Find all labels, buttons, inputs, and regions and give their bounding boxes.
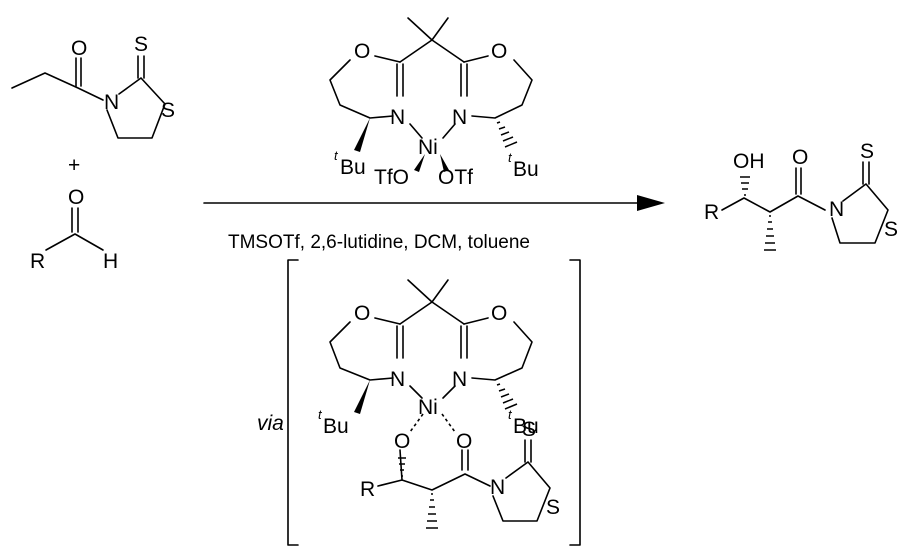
plus-sign: + [68,154,80,177]
atom-O: O [71,37,87,60]
atom-Bu: Bu [513,415,539,438]
atom-Ni: Ni [418,396,438,419]
atom-O: O [68,186,84,209]
catalyst-ni-box: O O N N Ni t Bu TfO OTf t Bu [329,17,539,189]
right-bracket [569,259,581,546]
atom-Bu: Bu [323,415,349,438]
atom-N: N [390,106,405,129]
atom-OH: OH [733,150,765,173]
atom-O: O [394,430,410,453]
reactant-thiazolidinethione: O N S S [11,33,175,139]
tert-label: t [318,407,323,422]
atom-H: H [103,250,118,273]
atom-Bu: Bu [513,158,539,181]
atom-O: O [354,40,370,63]
atom-S: S [134,33,148,56]
atom-Ni: Ni [418,136,438,159]
atom-O: O [456,430,472,453]
atom-R: R [30,250,45,273]
atom-N: N [829,198,844,221]
atom-S: S [884,218,898,241]
atom-OTf: OTf [438,166,473,189]
atom-S: S [522,418,536,441]
tert-label: t [334,148,339,163]
intermediate-complex: O O N N Ni t Bu t Bu O O S R N S [287,259,581,546]
atom-O: O [491,40,507,63]
atom-Bu: Bu [340,156,366,179]
tert-label: t [508,150,513,165]
reactant-aldehyde: O R H [30,186,118,273]
atom-O: O [354,302,370,325]
atom-O: O [491,302,507,325]
atom-TfO: TfO [374,166,409,189]
atom-N: N [452,368,467,391]
atom-O: O [792,146,808,169]
atom-S: S [161,99,175,122]
left-bracket [287,259,299,546]
via-label: via [257,412,284,435]
atom-N: N [452,106,467,129]
atom-R: R [704,201,719,224]
atom-S: S [546,496,560,519]
atom-N: N [104,91,119,114]
atom-N: N [490,476,505,499]
atom-N: N [390,368,405,391]
tert-label: t [508,407,513,422]
reaction-arrow [203,195,665,211]
atom-R: R [360,478,375,501]
atom-S: S [860,140,874,163]
product-aldol: OH O S R N S [704,140,898,251]
reaction-conditions: TMSOTf, 2,6-lutidine, DCM, toluene [228,232,530,253]
